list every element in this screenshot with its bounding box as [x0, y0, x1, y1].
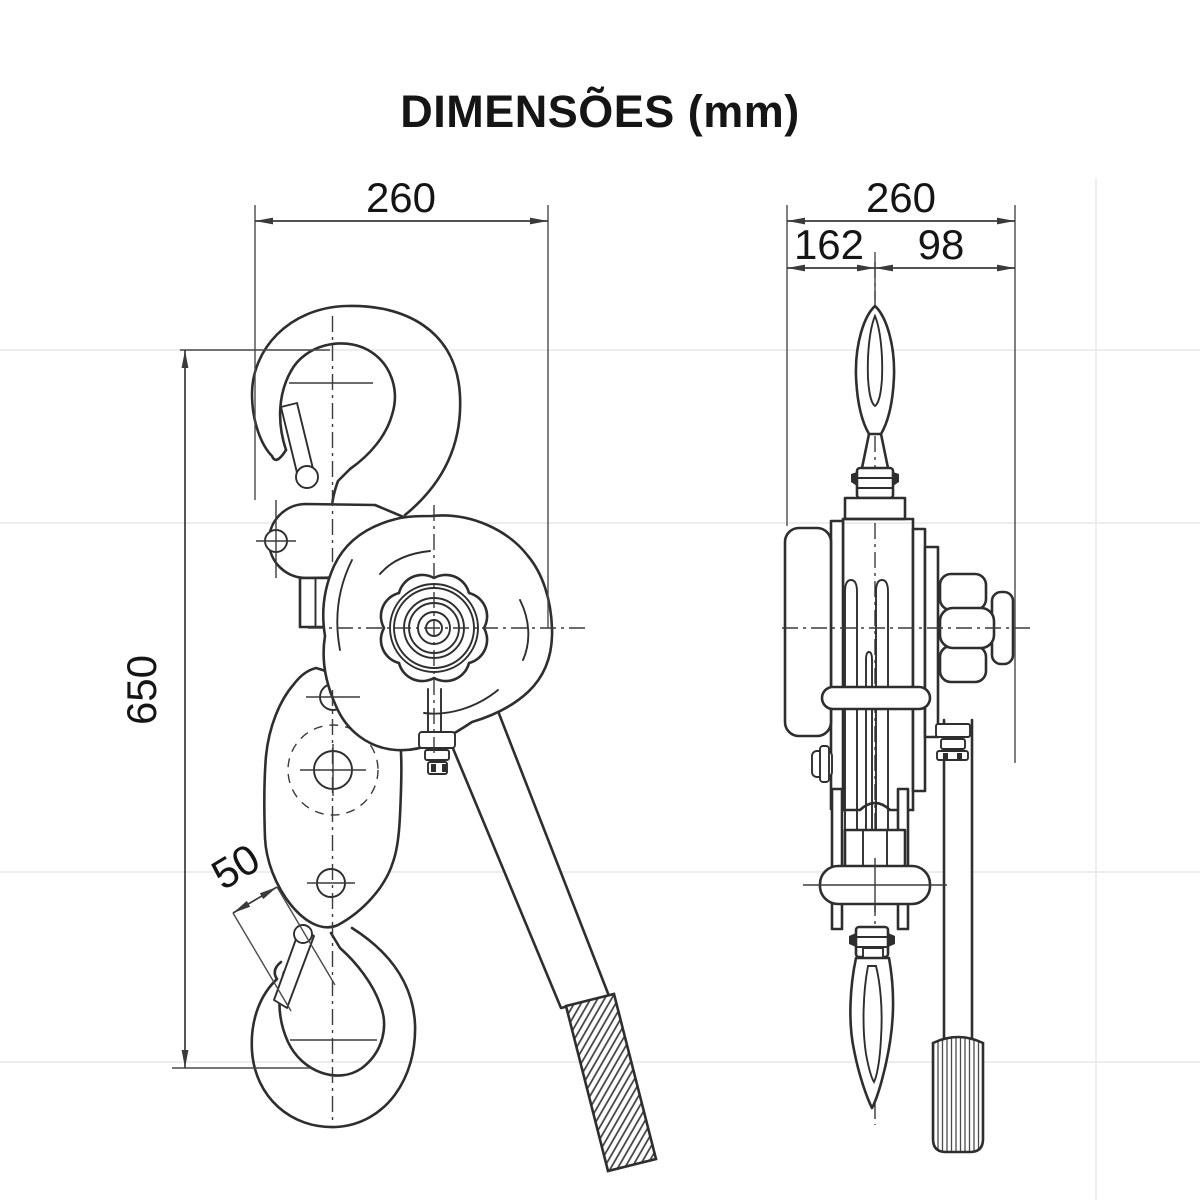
dim-side-left-label: 162	[794, 221, 864, 268]
side-center-lines	[782, 627, 1034, 912]
front-view	[250, 304, 658, 1173]
front-lever-grip	[564, 992, 658, 1173]
dimensions: 260 650 50 260 162 98	[118, 174, 1016, 1069]
front-bottom-hook	[250, 924, 417, 1129]
dim-front-width-label: 260	[366, 174, 436, 221]
side-body	[783, 496, 940, 812]
front-lever	[435, 686, 658, 1173]
side-gear-bolt	[811, 745, 833, 783]
side-top-hook	[851, 304, 899, 500]
dim-front-hook-opening-label: 50	[203, 834, 267, 898]
side-gear-cover	[783, 526, 833, 738]
dim-front-hook-opening-line	[232, 886, 278, 914]
side-handwheel	[938, 572, 1015, 684]
side-lever-handle	[931, 718, 985, 1154]
side-bottom-hook	[849, 956, 895, 1110]
dim-side-right-label: 98	[918, 221, 965, 268]
side-chain-falls	[844, 579, 889, 833]
side-top-swivel	[851, 466, 899, 500]
side-axle-pin	[820, 685, 932, 711]
side-view	[782, 262, 1034, 1154]
page-title: DIMENSÕES (mm)	[400, 86, 800, 137]
front-center-lines	[256, 316, 585, 1122]
side-chain-anchor	[935, 723, 971, 761]
dim-side-total-width-label: 260	[866, 174, 936, 221]
side-lever-grip	[931, 1035, 985, 1154]
dim-front-height-label: 650	[118, 655, 165, 725]
front-chain-adjuster	[418, 688, 456, 775]
front-top-hook	[250, 304, 462, 517]
